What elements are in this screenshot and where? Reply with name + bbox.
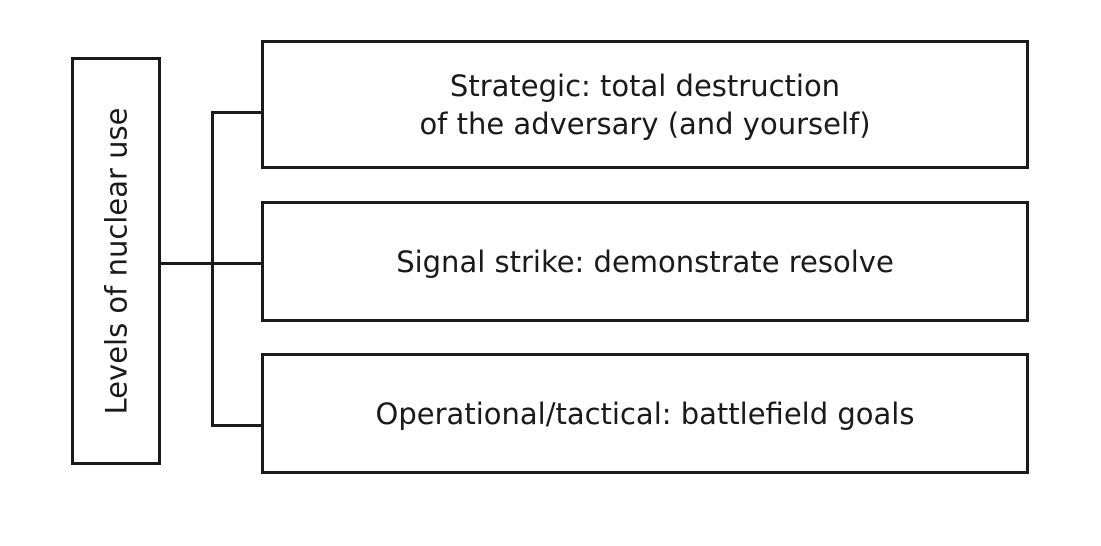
level-strategic: Strategic: total destruction of the adve… <box>261 40 1029 169</box>
level-signal-strike-label: Signal strike: demonstrate resolve <box>396 244 894 279</box>
connector-branch-1 <box>211 111 262 114</box>
connector-branch-2 <box>211 262 262 265</box>
root-label: Levels of nuclear use <box>99 107 133 415</box>
root-node: Levels of nuclear use <box>71 57 161 465</box>
level-strategic-line1: Strategic: total destruction <box>449 68 841 103</box>
connector-branch-3 <box>211 424 262 427</box>
level-strategic-line2: of the adversary (and yourself) <box>419 106 871 141</box>
level-operational-tactical-label: Operational/tactical: battlefield goals <box>375 396 915 431</box>
level-signal-strike: Signal strike: demonstrate resolve <box>261 201 1029 322</box>
level-operational-tactical: Operational/tactical: battlefield goals <box>261 353 1029 474</box>
connector-spine <box>211 111 214 427</box>
connector-stem <box>161 262 213 265</box>
